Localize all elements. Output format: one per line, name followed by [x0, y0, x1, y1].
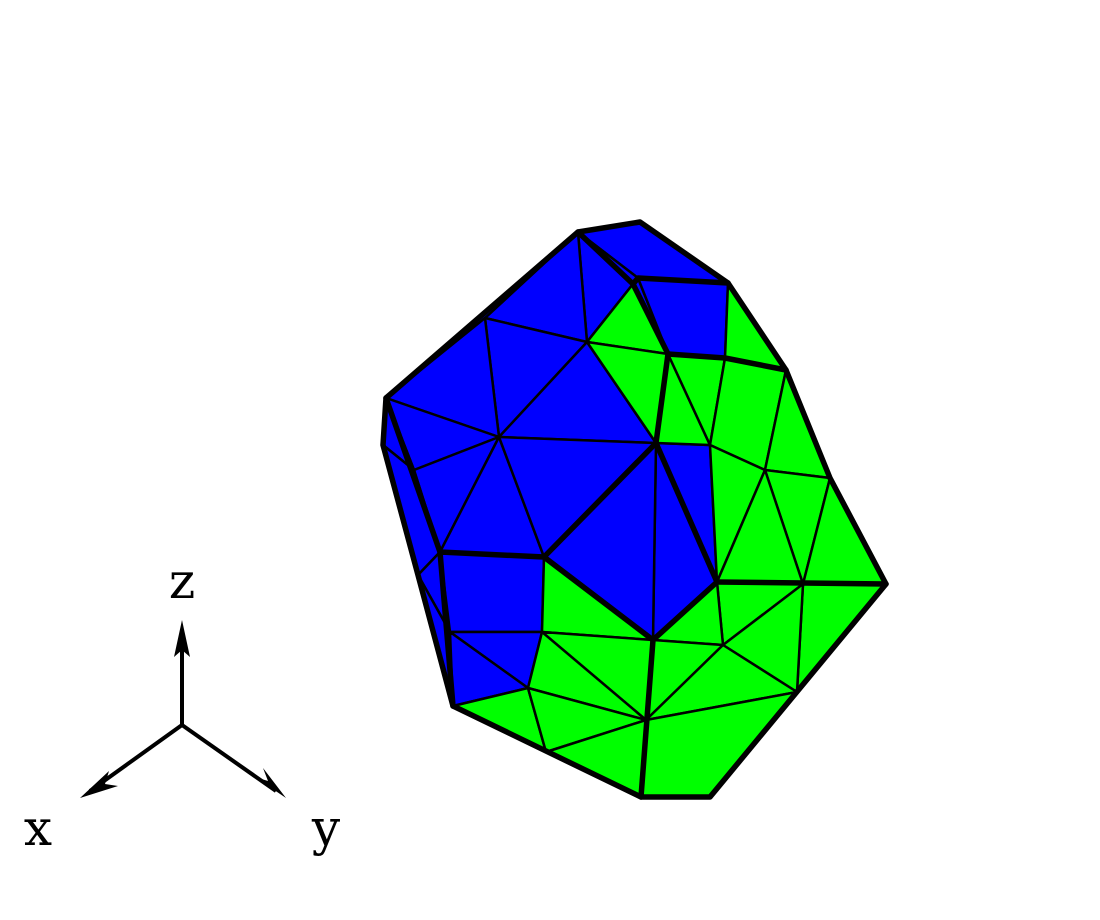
axes-triad: z x y — [24, 552, 341, 857]
edge — [714, 579, 889, 587]
feature-edges — [380, 219, 889, 800]
mesh-face — [438, 550, 546, 634]
edge — [630, 281, 789, 373]
x-axis-label: x — [24, 799, 52, 857]
edge — [383, 395, 443, 555]
x-arrowhead — [80, 771, 118, 798]
edge — [638, 637, 656, 800]
edge — [541, 440, 720, 643]
z-axis-label: z — [169, 552, 195, 610]
z-arrowhead — [174, 620, 190, 657]
edge — [575, 229, 731, 287]
y-axis-label: y — [311, 799, 341, 857]
y-arrowhead — [255, 768, 286, 798]
